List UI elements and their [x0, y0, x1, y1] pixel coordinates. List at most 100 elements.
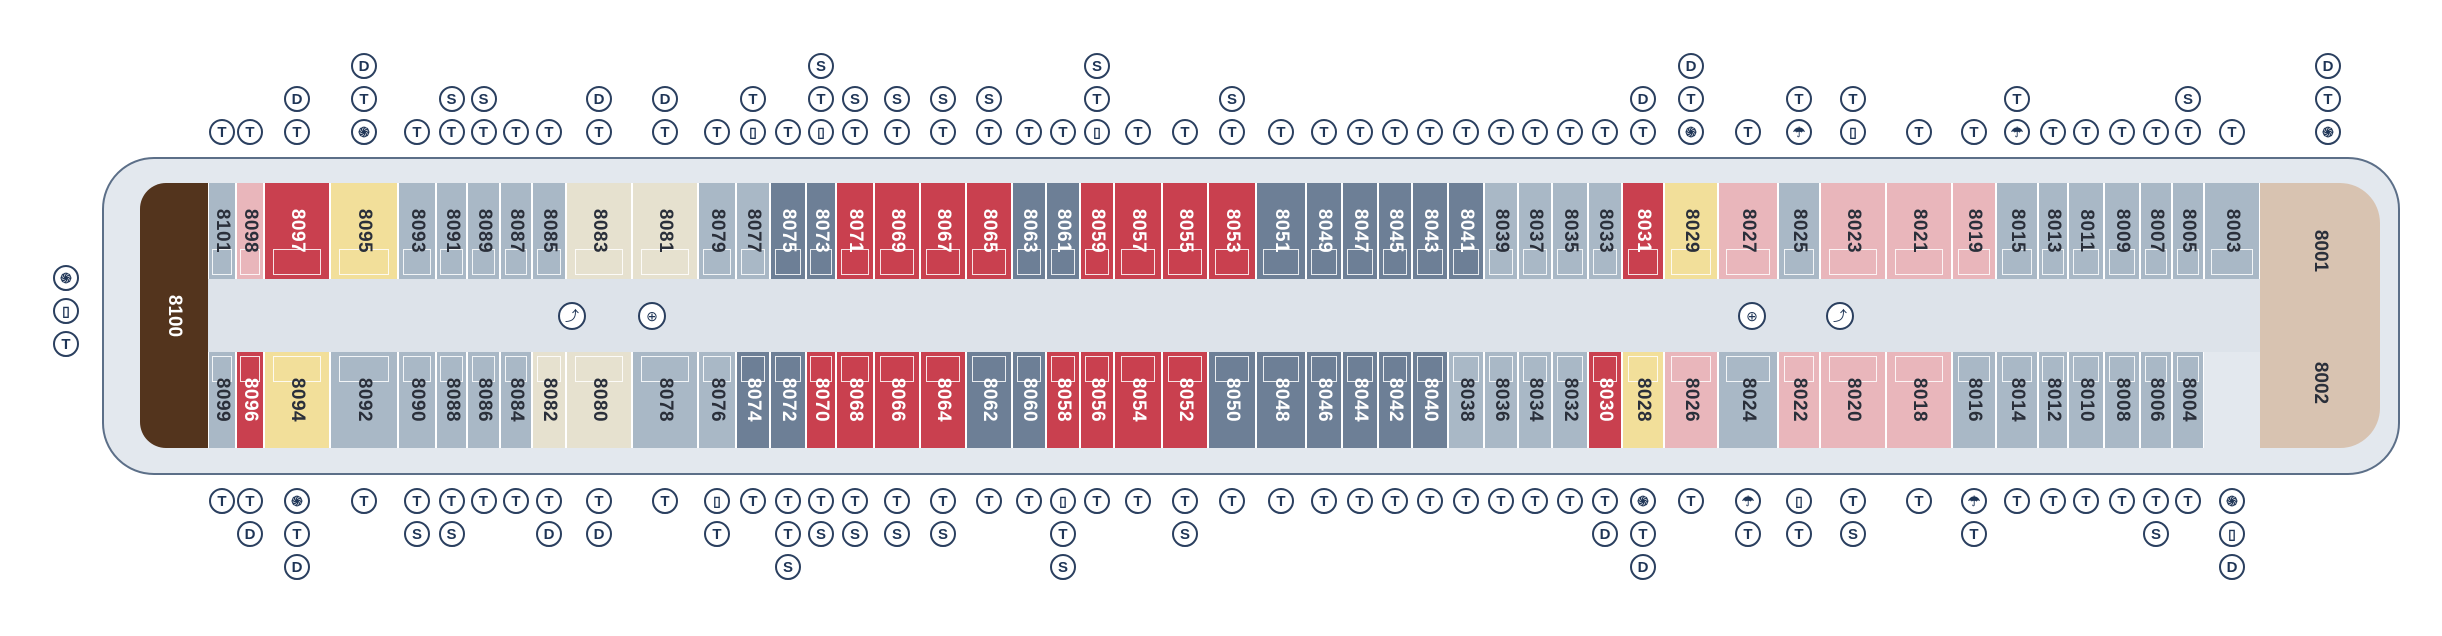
cabin-8092[interactable]: 8092 [330, 352, 398, 448]
cabin-8060[interactable]: 8060 [1012, 352, 1046, 448]
cabin-8004[interactable]: 8004 [2172, 352, 2204, 448]
cabin-8079[interactable]: 8079 [698, 183, 736, 279]
cabin-8084[interactable]: 8084 [500, 352, 532, 448]
cabin-8053[interactable]: 8053 [1208, 183, 1256, 279]
cabin-8081[interactable]: 8081 [632, 183, 698, 279]
cabin-8030[interactable]: 8030 [1588, 352, 1622, 448]
cabin-8027[interactable]: 8027 [1718, 183, 1778, 279]
cabin-8041[interactable]: 8041 [1448, 183, 1484, 279]
cabin-8032[interactable]: 8032 [1552, 352, 1588, 448]
cabin-8021[interactable]: 8021 [1886, 183, 1952, 279]
cabin-8066[interactable]: 8066 [874, 352, 920, 448]
cabin-8039[interactable]: 8039 [1484, 183, 1518, 279]
cabin-8043[interactable]: 8043 [1412, 183, 1448, 279]
cabin-8035[interactable]: 8035 [1552, 183, 1588, 279]
cabin-8022[interactable]: 8022 [1778, 352, 1820, 448]
cabin-8007[interactable]: 8007 [2140, 183, 2172, 279]
cabin-8096[interactable]: 8096 [236, 352, 264, 448]
cabin-8028[interactable]: 8028 [1622, 352, 1664, 448]
cabin-8063[interactable]: 8063 [1012, 183, 1046, 279]
cabin-8005[interactable]: 8005 [2172, 183, 2204, 279]
cabin-8057[interactable]: 8057 [1114, 183, 1162, 279]
cabin-8012[interactable]: 8012 [2038, 352, 2068, 448]
cabin-8054[interactable]: 8054 [1114, 352, 1162, 448]
cabin-8077[interactable]: 8077 [736, 183, 770, 279]
cabin-8018[interactable]: 8018 [1886, 352, 1952, 448]
cabin-8083[interactable]: 8083 [566, 183, 632, 279]
cabin-8091[interactable]: 8091 [436, 183, 467, 279]
cabin-8050[interactable]: 8050 [1208, 352, 1256, 448]
cabin-8069[interactable]: 8069 [874, 183, 920, 279]
cabin-8013[interactable]: 8013 [2038, 183, 2068, 279]
cabin-8065[interactable]: 8065 [966, 183, 1012, 279]
cabin-8047[interactable]: 8047 [1342, 183, 1378, 279]
cabin-8078[interactable]: 8078 [632, 352, 698, 448]
cabin-8023[interactable]: 8023 [1820, 183, 1886, 279]
cabin-8048[interactable]: 8048 [1256, 352, 1306, 448]
cabin-8088[interactable]: 8088 [436, 352, 467, 448]
cabin-8049[interactable]: 8049 [1306, 183, 1342, 279]
cabin-8025[interactable]: 8025 [1778, 183, 1820, 279]
cabin-8085[interactable]: 8085 [532, 183, 566, 279]
cabin-8020[interactable]: 8020 [1820, 352, 1886, 448]
cabin-8068[interactable]: 8068 [836, 352, 874, 448]
cabin-8055[interactable]: 8055 [1162, 183, 1208, 279]
cabin-8061[interactable]: 8061 [1046, 183, 1080, 279]
cabin-8101[interactable]: 8101 [208, 183, 236, 279]
cabin-8014[interactable]: 8014 [1996, 352, 2038, 448]
cabin-8070[interactable]: 8070 [806, 352, 836, 448]
cabin-8062[interactable]: 8062 [966, 352, 1012, 448]
cabin-8029[interactable]: 8029 [1664, 183, 1718, 279]
cabin-8051[interactable]: 8051 [1256, 183, 1306, 279]
cabin-8036[interactable]: 8036 [1484, 352, 1518, 448]
cabin-8059[interactable]: 8059 [1080, 183, 1114, 279]
cabin-8031[interactable]: 8031 [1622, 183, 1664, 279]
cabin-8058[interactable]: 8058 [1046, 352, 1080, 448]
cabin-8080[interactable]: 8080 [566, 352, 632, 448]
cabin-8064[interactable]: 8064 [920, 352, 966, 448]
cabin-8016[interactable]: 8016 [1952, 352, 1996, 448]
suite-8100[interactable]: 8100 [140, 183, 208, 448]
cabin-8097[interactable]: 8097 [264, 183, 330, 279]
cabin-8094[interactable]: 8094 [264, 352, 330, 448]
cabin-8046[interactable]: 8046 [1306, 352, 1342, 448]
cabin-8073[interactable]: 8073 [806, 183, 836, 279]
cabin-8067[interactable]: 8067 [920, 183, 966, 279]
cabin-8074[interactable]: 8074 [736, 352, 770, 448]
cabin-8042[interactable]: 8042 [1378, 352, 1412, 448]
cabin-8093[interactable]: 8093 [398, 183, 436, 279]
cabin-8010[interactable]: 8010 [2068, 352, 2104, 448]
cabin-8089[interactable]: 8089 [467, 183, 500, 279]
cabin-8033[interactable]: 8033 [1588, 183, 1622, 279]
cabin-8087[interactable]: 8087 [500, 183, 532, 279]
cabin-8052[interactable]: 8052 [1162, 352, 1208, 448]
cabin-8095[interactable]: 8095 [330, 183, 398, 279]
cabin-8006[interactable]: 8006 [2140, 352, 2172, 448]
cabin-8003[interactable]: 8003 [2204, 183, 2260, 279]
cabin-8037[interactable]: 8037 [1518, 183, 1552, 279]
cabin-8034[interactable]: 8034 [1518, 352, 1552, 448]
suite-8001[interactable]: 8001 [2260, 183, 2380, 318]
cabin-8090[interactable]: 8090 [398, 352, 436, 448]
cabin-8056[interactable]: 8056 [1080, 352, 1114, 448]
cabin-8011[interactable]: 8011 [2068, 183, 2104, 279]
cabin-8044[interactable]: 8044 [1342, 352, 1378, 448]
cabin-8099[interactable]: 8099 [208, 352, 236, 448]
cabin-8076[interactable]: 8076 [698, 352, 736, 448]
cabin-8024[interactable]: 8024 [1718, 352, 1778, 448]
cabin-8098[interactable]: 8098 [236, 183, 264, 279]
cabin-8086[interactable]: 8086 [467, 352, 500, 448]
cabin-8040[interactable]: 8040 [1412, 352, 1448, 448]
cabin-8019[interactable]: 8019 [1952, 183, 1996, 279]
cabin-8082[interactable]: 8082 [532, 352, 566, 448]
cabin-8009[interactable]: 8009 [2104, 183, 2140, 279]
cabin-8008[interactable]: 8008 [2104, 352, 2140, 448]
cabin-8038[interactable]: 8038 [1448, 352, 1484, 448]
suite-8002[interactable]: 8002 [2260, 318, 2380, 448]
cabin-8015[interactable]: 8015 [1996, 183, 2038, 279]
cabin-8026[interactable]: 8026 [1664, 352, 1718, 448]
cabin-8071[interactable]: 8071 [836, 183, 874, 279]
cabin-8072[interactable]: 8072 [770, 352, 806, 448]
cabin-8045[interactable]: 8045 [1378, 183, 1412, 279]
cabin-8075[interactable]: 8075 [770, 183, 806, 279]
